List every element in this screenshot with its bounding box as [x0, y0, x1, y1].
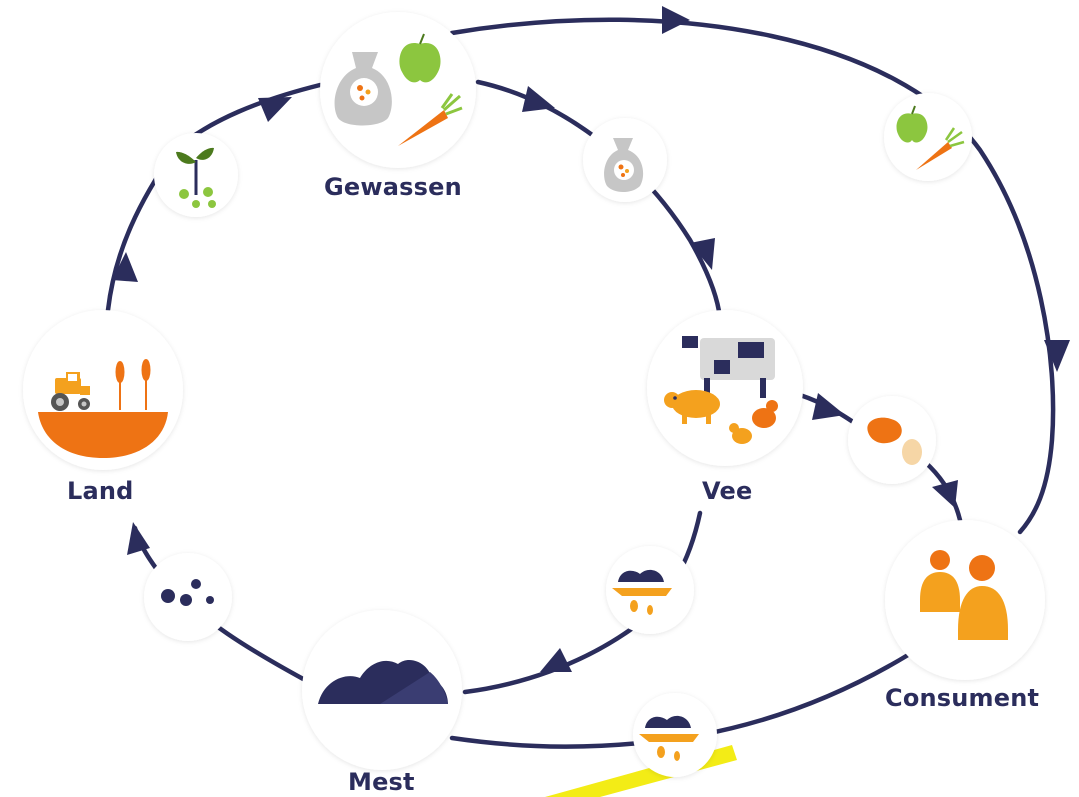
- node-circle-fruit: [884, 93, 972, 181]
- label-land: Land: [67, 477, 134, 505]
- slurry-drip-icon: [612, 569, 672, 615]
- arrowhead: [540, 648, 572, 672]
- line-gewassen-to-consument: [449, 17, 1056, 535]
- slurry-drip-icon: [639, 715, 699, 761]
- fertilizer-pellets-icon: [161, 579, 214, 606]
- arrowhead: [1044, 340, 1070, 372]
- arrowhead: [522, 86, 555, 112]
- apple-carrot-icon: [896, 105, 965, 170]
- label-consument: Consument: [885, 684, 1040, 712]
- farmland-tractor-wheat-icon: [38, 359, 168, 458]
- arrowhead: [690, 238, 715, 270]
- arrowhead: [932, 480, 958, 508]
- meat-egg-icon: [867, 417, 922, 465]
- arrowhead: [127, 522, 150, 555]
- arrowhead: [112, 252, 138, 282]
- arrowhead: [258, 97, 292, 122]
- arrowheads: [112, 6, 1070, 672]
- arrowhead: [812, 393, 845, 420]
- seedling-icon: [176, 147, 216, 208]
- label-mest: Mest: [348, 768, 415, 796]
- node-circle-vee: [647, 310, 803, 466]
- label-vee: Vee: [702, 477, 753, 505]
- manure-pile-icon: [318, 659, 448, 704]
- crops-sack-apple-carrot-icon: [334, 33, 463, 146]
- line-vee-to-mest: [462, 510, 703, 695]
- livestock-cow-pig-chicken-icon: [664, 336, 778, 444]
- people-icon: [920, 550, 1008, 640]
- feed-sack-icon: [604, 138, 644, 192]
- arrowhead: [662, 6, 690, 34]
- label-gewassen: Gewassen: [324, 173, 462, 201]
- line-gewassen-to-vee: [475, 79, 723, 321]
